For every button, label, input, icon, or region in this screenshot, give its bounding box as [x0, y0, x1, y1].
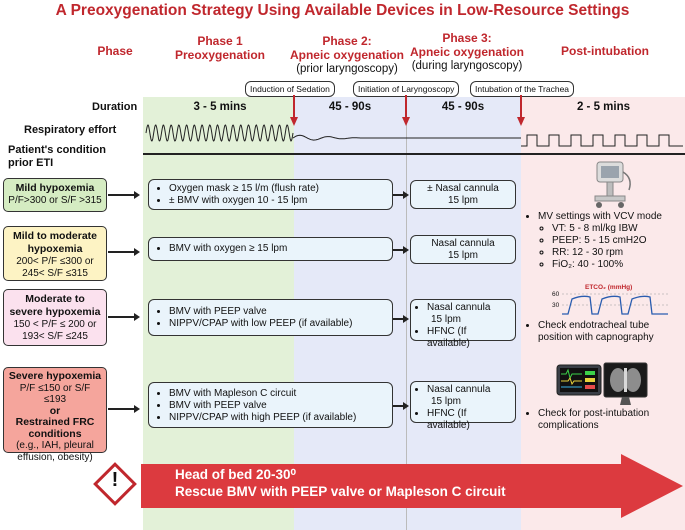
arrow-row1 [108, 191, 140, 198]
event-intubation: Intubation of the Trachea [470, 81, 575, 97]
event-induction: Induction of Sedation [245, 81, 335, 97]
respiratory-waveform [145, 124, 683, 147]
check-tube: Check endotracheal tube position with ca… [524, 320, 684, 344]
phase2-header: Phase 2:Apneic oxygenation(prior laryngo… [289, 34, 405, 75]
ventilator-icon [594, 161, 631, 208]
xray-icon [603, 362, 648, 405]
connector-row1 [393, 191, 409, 198]
phase1-row3-box: BMV with PEEP valveNIPPV/CPAP with low P… [148, 299, 393, 336]
arrow-row2 [108, 248, 140, 255]
rescue-bmv-text: Rescue BMV with PEEP valve or Mapleson C… [175, 484, 506, 499]
bottom-arrow [141, 454, 683, 518]
bottom-text: Head of bed 20-30⁰ Rescue BMV with PEEP … [175, 466, 506, 500]
mv-settings: MV settings with VCV mode VT: 5 - 8 ml/k… [524, 211, 684, 271]
ventilation-trace [521, 134, 683, 147]
phase3-header: Phase 3:Apneic oxygenation(during laryng… [409, 31, 525, 72]
warning-icon [93, 462, 137, 506]
arrow-row3 [108, 313, 140, 320]
phase3-row3-box: Nasal cannula 15 lpm HFNC (If available) [410, 299, 516, 349]
phase1-row4-box: BMV with Mapleson C circuitBMV with PEEP… [148, 382, 393, 428]
connector-row2 [393, 246, 409, 253]
phase3-row4-box: Nasal cannula 15 lpm HFNC (If available) [410, 381, 516, 431]
row-separator [143, 153, 685, 155]
duration-label: Duration [92, 101, 138, 113]
apneic-trace [292, 134, 521, 141]
post-header: Post-intubation [561, 44, 649, 58]
event-line-1 [293, 95, 295, 117]
etco2-label: ETCO₂ (mmHg) [585, 284, 633, 291]
spontaneous-breathing-trace [145, 124, 294, 142]
monitor-icon [556, 364, 602, 396]
connector-row4 [393, 402, 409, 409]
phase-header: Phase [97, 44, 133, 58]
event-arrow-3 [517, 117, 525, 126]
capnography-trace [562, 293, 668, 315]
duration-post: 2 - 5 mins [576, 101, 631, 113]
duration-phase2: 45 - 90s [328, 101, 372, 113]
etco2-tick-30: 30 [552, 302, 560, 309]
connector-row3 [393, 315, 409, 322]
phase1-row2-box: BMV with oxygen ≥ 15 lpm [148, 237, 393, 261]
event-arrow-2 [402, 117, 410, 126]
warning-glyph: ! [111, 469, 119, 491]
duration-phase3: 45 - 90s [441, 101, 485, 113]
effort-label: Respiratory effort [24, 124, 117, 136]
head-of-bed-text: Head of bed 20-30⁰ [175, 467, 296, 482]
duration-phase1: 3 - 5 mins [193, 101, 247, 113]
condition-label: Patient's condition prior ETI [8, 144, 106, 169]
figure-title: A Preoxygenation Strategy Using Availabl… [55, 2, 630, 19]
check-complications: Check for post-intubation complications [524, 408, 684, 432]
event-line-2 [405, 95, 407, 117]
arrow-row4 [108, 405, 140, 412]
event-line-3 [520, 95, 522, 117]
phase1-row1-box: Oxygen mask ≥ 15 l/m (flush rate)± BMV w… [148, 179, 393, 210]
etco2-tick-60: 60 [552, 291, 560, 298]
event-arrow-1 [290, 117, 298, 126]
